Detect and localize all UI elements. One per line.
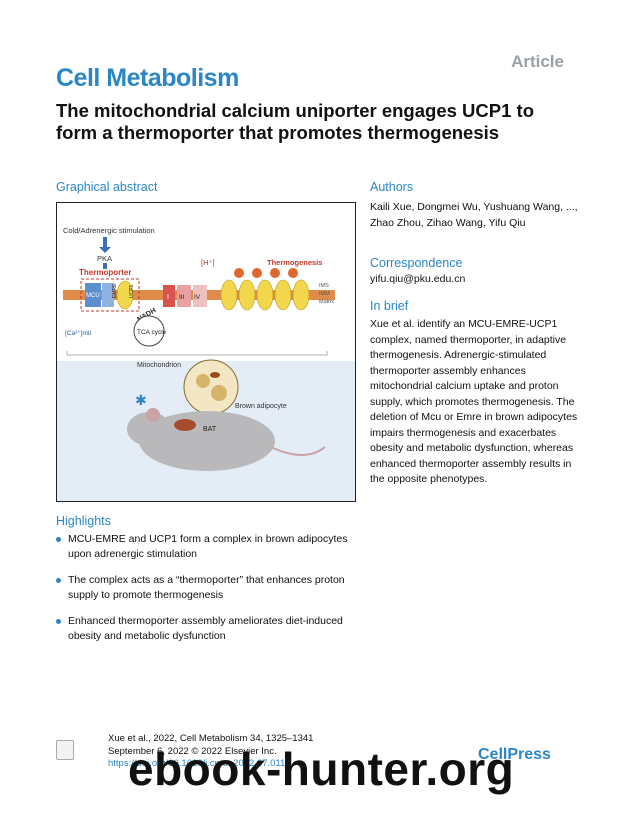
ucp1-label: UCP1 [129, 284, 135, 298]
graphical-abstract-heading: Graphical abstract [56, 180, 158, 194]
tca-cycle-circle [133, 315, 165, 347]
flame-icon [234, 268, 244, 278]
highlights-heading: Highlights [56, 514, 111, 528]
doi-link[interactable]: https://doi.org/10.1016/j.cmet.2022.07.0… [108, 758, 286, 769]
brown-adipocyte-label: Brown adipocyte [235, 403, 287, 410]
bullet-icon [56, 578, 61, 583]
complex-three [177, 285, 191, 307]
cellpress-logo: CellPress [478, 746, 551, 763]
highlight-text: The complex acts as a “thermoporter” tha… [68, 574, 345, 601]
pka-label: PKA [97, 254, 112, 263]
authors-heading: Authors [370, 180, 414, 194]
ims-label: IMS [319, 283, 329, 289]
ucp1-oval [238, 279, 256, 311]
graphical-abstract-figure: Cold/Adrenergic stimulation PKA Thermopo… [56, 202, 356, 502]
stimulation-label: Cold/Adrenergic stimulation [63, 226, 155, 235]
mitochondria-shape [210, 372, 220, 378]
highlight-item: Enhanced thermoporter assembly ameliorat… [56, 614, 361, 643]
graphical-abstract-svg: Cold/Adrenergic stimulation PKA Thermopo… [57, 226, 355, 501]
bullet-icon [56, 619, 61, 624]
highlight-item: The complex acts as a “thermoporter” tha… [56, 573, 361, 602]
tca-label: TCA cycle [137, 329, 167, 336]
lipid-droplet [196, 374, 210, 388]
thermogenesis-label: Thermogenesis [267, 258, 322, 267]
mouse-body [139, 411, 275, 471]
lipid-droplet [211, 385, 227, 401]
in-brief-heading: In brief [370, 299, 409, 313]
flame-icon [288, 268, 298, 278]
highlight-item: MCU-EMRE and UCP1 form a complex in brow… [56, 532, 361, 561]
brown-adipocyte-circle [183, 359, 239, 415]
citation-date: September 6, 2022 © 2022 Elsevier Inc. [108, 745, 277, 757]
ucp1-oval [220, 279, 238, 311]
complex-three-label: III [179, 294, 185, 301]
emre-protein [102, 283, 114, 307]
flame-icon [252, 268, 262, 278]
calcium-label: [Ca²⁺]mit [65, 330, 91, 337]
complex-four-label: IV [194, 294, 201, 301]
emre-label: EMRE [112, 283, 118, 298]
mitochondrion-bracket [66, 351, 328, 356]
citation-block: Xue et al., 2022, Cell Metabolism 34, 13… [108, 733, 313, 771]
complex-four [193, 285, 207, 307]
stimulation-arrowhead [99, 247, 111, 253]
mcu-protein [85, 283, 101, 307]
bat-depot [174, 419, 196, 431]
article-title: The mitochondrial calcium uniporter enga… [56, 100, 534, 143]
correspondence-email[interactable]: yifu.qiu@pku.edu.cn [370, 273, 466, 285]
correspondence-heading: Correspondence [370, 256, 463, 270]
ucp1-oval [256, 279, 274, 311]
mitochondrion-label: Mitochondrion [137, 362, 181, 369]
mouse-head [127, 412, 171, 446]
thermoporter-label: Thermoporter [79, 268, 131, 277]
journal-name: Cell Metabolism [56, 64, 239, 92]
proton-label: [H⁺] [201, 258, 215, 267]
citation-line: Xue et al., 2022, Cell Metabolism 34, 13… [108, 733, 314, 744]
complex-one [163, 285, 175, 307]
in-brief-text: Xue et al. identify an MCU-EMRE-UCP1 com… [370, 318, 578, 485]
mcu-label: MCU [86, 293, 100, 299]
check-for-updates-icon[interactable] [56, 740, 74, 760]
ucp1-oval [274, 279, 292, 311]
highlight-text: MCU-EMRE and UCP1 form a complex in brow… [68, 533, 348, 560]
bat-label: BAT [203, 426, 217, 433]
flame-icon [270, 268, 280, 278]
snowflake-icon: ✱ [135, 392, 147, 408]
article-type-label: Article [511, 52, 564, 71]
imm-label: IMM [319, 291, 330, 297]
mouse-tail [270, 446, 326, 456]
watermark-text: ebook-hunter.org [128, 743, 515, 795]
ucp1-protein [116, 280, 134, 310]
highlight-text: Enhanced thermoporter assembly ameliorat… [68, 615, 343, 642]
matrix-label: Matrix [319, 299, 334, 305]
mouse-ear [146, 408, 160, 422]
ucp1-oval [292, 279, 310, 311]
complex-one-label: I [167, 294, 169, 301]
highlights-list: MCU-EMRE and UCP1 form a complex in brow… [56, 532, 361, 655]
authors-list: Kaili Xue, Dongmei Wu, Yushuang Wang, ..… [370, 201, 578, 229]
bullet-icon [56, 537, 61, 542]
